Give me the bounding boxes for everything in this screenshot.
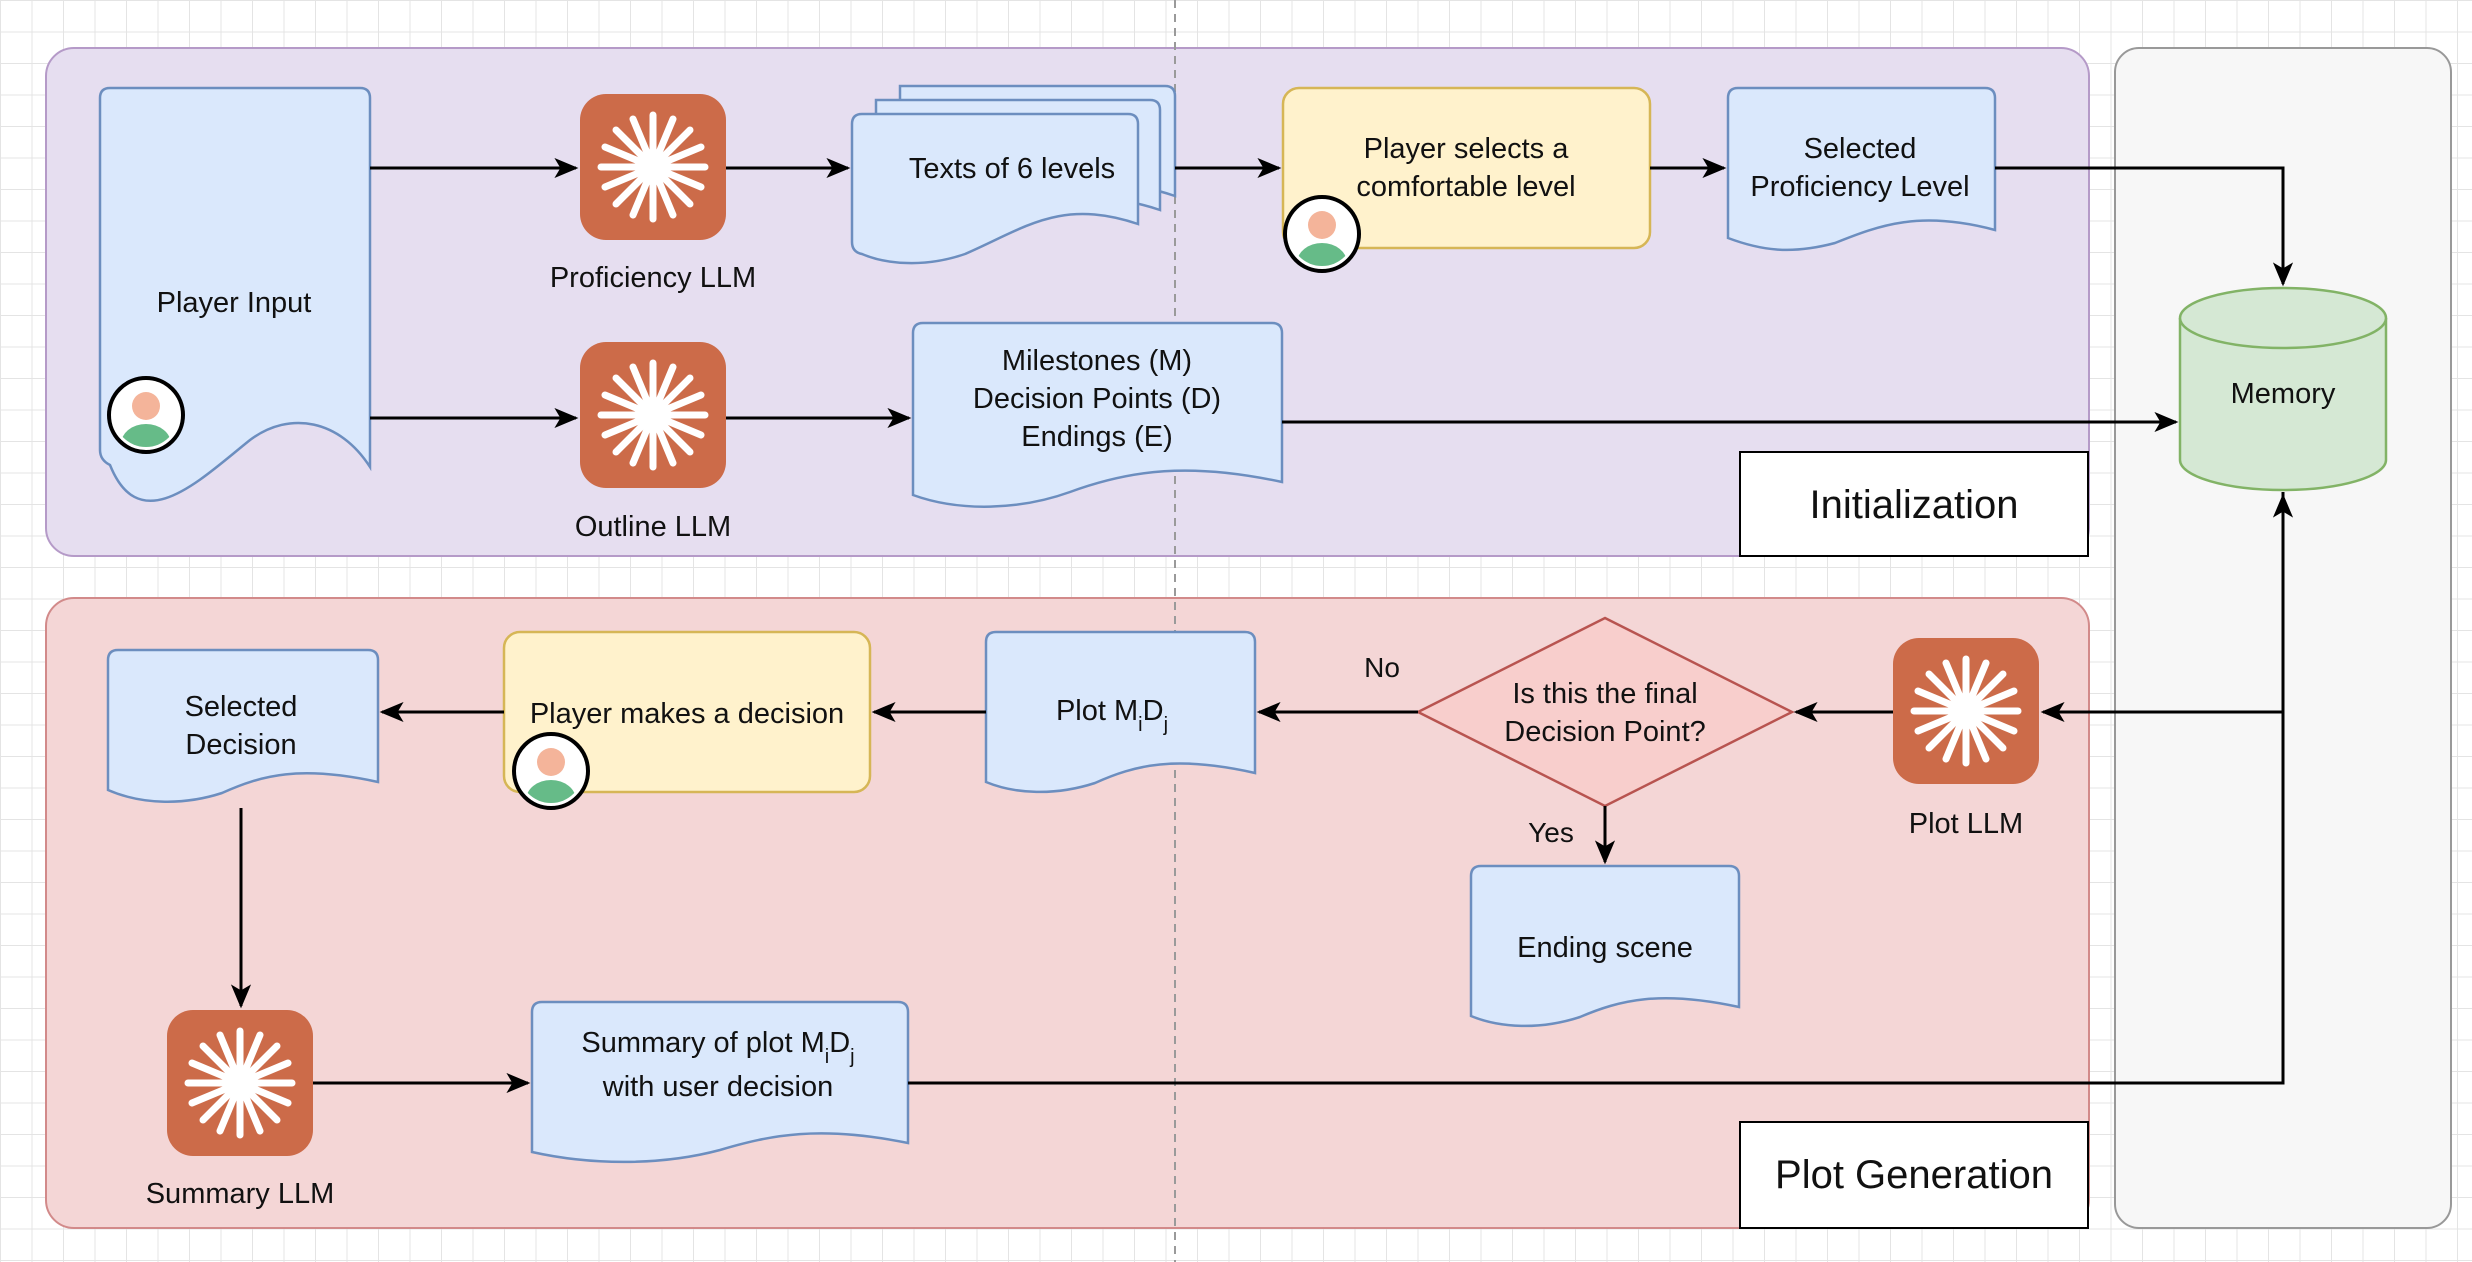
summary-line1: Summary of plot MiDj bbox=[581, 1027, 854, 1068]
summary-llm-label: Summary LLM bbox=[146, 1178, 335, 1210]
texts-levels-node[interactable]: Texts of 6 levels bbox=[850, 84, 1177, 265]
llm-burst-icon bbox=[1914, 659, 2018, 763]
ending-scene-label: Ending scene bbox=[1517, 932, 1693, 964]
player-selects-line2: comfortable level bbox=[1356, 171, 1575, 203]
outline-line3: Endings (E) bbox=[1021, 421, 1173, 453]
initialization-label-box: Initialization bbox=[1739, 451, 2089, 557]
no-label: No bbox=[1364, 652, 1400, 683]
ending-scene-node[interactable]: Ending scene bbox=[1469, 864, 1741, 1028]
plot-node[interactable]: Plot MiDj bbox=[984, 630, 1257, 794]
selected-decision-node[interactable]: Selected Decision bbox=[106, 648, 380, 803]
llm-burst-icon bbox=[188, 1031, 292, 1135]
outline-doc-node[interactable]: Milestones (M) Decision Points (D) Endin… bbox=[911, 321, 1284, 508]
proficiency-llm-label: Proficiency LLM bbox=[550, 262, 756, 294]
summary-line2: with user decision bbox=[602, 1071, 834, 1103]
plot-generation-label-box: Plot Generation bbox=[1739, 1121, 2089, 1229]
edges bbox=[230, 157, 2294, 1094]
outline-llm-label: Outline LLM bbox=[575, 511, 731, 543]
yes-label: Yes bbox=[1528, 817, 1574, 848]
player-input-label: Player Input bbox=[157, 287, 312, 319]
selected-decision-line2: Decision bbox=[185, 729, 296, 761]
selected-proficiency-line2: Proficiency Level bbox=[1750, 171, 1969, 203]
summary-doc-node[interactable]: Summary of plot MiDj with user decision bbox=[530, 1000, 910, 1164]
selected-proficiency-node[interactable]: Selected Proficiency Level bbox=[1726, 86, 1997, 252]
initialization-title: Initialization bbox=[1809, 483, 2018, 527]
player-selects-node[interactable]: Player selects a comfortable level bbox=[1281, 86, 1652, 250]
player-decision-node[interactable]: Player makes a decision bbox=[502, 630, 872, 794]
edge-summary-memory bbox=[908, 493, 2294, 1085]
memory-label: Memory bbox=[2231, 378, 2336, 410]
edge-selected-memory bbox=[1995, 166, 2294, 287]
decision-line2: Decision Point? bbox=[1504, 716, 1706, 748]
outline-llm-node[interactable] bbox=[580, 342, 726, 488]
plot-llm-node[interactable] bbox=[1893, 638, 2039, 784]
player-selects-line1: Player selects a bbox=[1364, 133, 1570, 165]
summary-llm-node[interactable] bbox=[167, 1010, 313, 1156]
selected-proficiency-line1: Selected bbox=[1804, 133, 1917, 165]
player-decision-label: Player makes a decision bbox=[530, 698, 844, 730]
llm-burst-icon bbox=[601, 363, 705, 467]
outline-line2: Decision Points (D) bbox=[973, 383, 1221, 415]
plot-llm-label: Plot LLM bbox=[1909, 808, 2023, 840]
plot-label: Plot MiDj bbox=[1056, 695, 1168, 736]
llm-burst-icon bbox=[601, 115, 705, 219]
selected-decision-line1: Selected bbox=[185, 691, 298, 723]
outline-line1: Milestones (M) bbox=[1002, 345, 1192, 377]
plot-generation-title: Plot Generation bbox=[1775, 1153, 2053, 1197]
final-decision-node[interactable]: Is this the final Decision Point? bbox=[1415, 616, 1795, 808]
texts-levels-label: Texts of 6 levels bbox=[909, 153, 1115, 185]
proficiency-llm-node[interactable] bbox=[580, 94, 726, 240]
memory-node[interactable]: Memory bbox=[2178, 286, 2388, 492]
decision-line1: Is this the final bbox=[1512, 678, 1697, 710]
